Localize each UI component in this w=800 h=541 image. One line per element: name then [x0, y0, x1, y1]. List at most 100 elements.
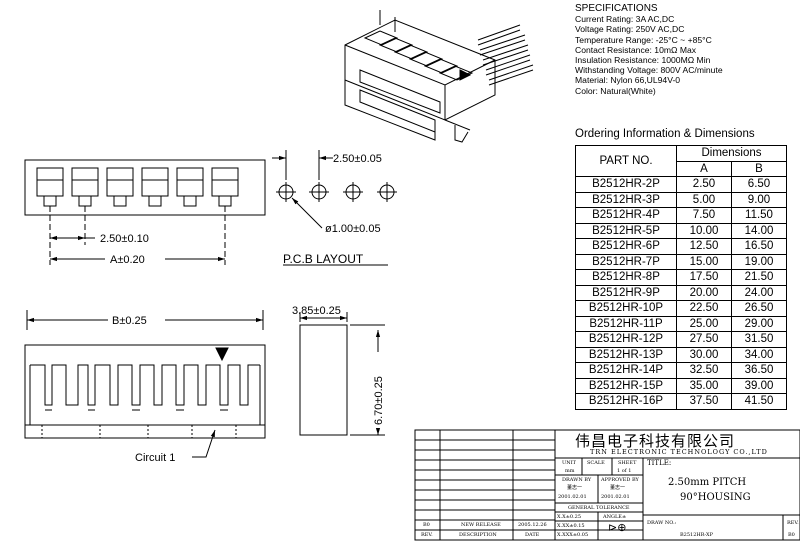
title-line-2: 90°HOUSING: [680, 492, 751, 503]
pitch-dim-label: 2.50±0.10: [100, 233, 149, 245]
cell-part: B2512HR-9P: [575, 284, 677, 301]
pcb-holes: [276, 182, 397, 202]
spec-contact-resistance: Contact Resistance: 10mΩ Max: [575, 44, 697, 55]
contact-row: [36, 167, 239, 207]
cell-a: 15.00: [676, 253, 732, 270]
cell-a: 22.50: [676, 300, 732, 317]
tolerance-label: GENERAL TOLERANCE: [568, 505, 630, 511]
cell-a: 35.00: [676, 377, 732, 394]
cell-part: B2512HR-2P: [575, 176, 677, 193]
cell-part: B2512HR-12P: [575, 331, 677, 348]
cell-b: 26.50: [731, 300, 787, 317]
company-name-en: TRN ELECTRONIC TECHNOLOGY CO.,LTD: [590, 448, 768, 456]
cell-part: B2512HR-16P: [575, 393, 677, 410]
cell-part: B2512HR-13P: [575, 346, 677, 363]
drawn-by-name: 董志一: [567, 485, 583, 491]
col-part-header: PART NO.: [575, 145, 677, 177]
spec-voltage: Voltage Rating: 250V AC,DC: [575, 24, 685, 35]
b-dim-label: B±0.25: [112, 315, 147, 327]
title-line-1: 2.50mm PITCH: [668, 477, 747, 488]
tol-angle: ANGLE±: [603, 514, 627, 520]
cell-a: 20.00: [676, 284, 732, 301]
rev-label: REV.: [787, 520, 799, 526]
spec-color: Color: Natural(White): [575, 85, 656, 96]
cell-a: 7.50: [676, 207, 732, 224]
cell-b: 34.00: [731, 346, 787, 363]
a-dim-label: A±0.20: [110, 254, 145, 266]
cell-a: 27.50: [676, 331, 732, 348]
rev-code: B0: [423, 522, 430, 528]
cell-a: 25.00: [676, 315, 732, 332]
pcb-layout-title: P.C.B LAYOUT: [283, 252, 364, 266]
cell-b: 16.50: [731, 238, 787, 255]
rev-value: B0: [788, 532, 795, 538]
spec-heading: SPECIFICATIONS: [575, 3, 658, 14]
description-col-header: DESCRIPTION: [459, 532, 497, 538]
cell-b: 21.50: [731, 269, 787, 286]
tol-xxx: X.XXX±0.05: [557, 532, 589, 538]
unit-value: mm: [565, 468, 575, 474]
approved-by-date: 2001.02.01: [601, 494, 630, 500]
cell-part: B2512HR-3P: [575, 191, 677, 208]
approved-by-name: 董志一: [610, 485, 626, 491]
cell-b: 31.50: [731, 331, 787, 348]
drawn-by-date: 2001.02.01: [558, 494, 587, 500]
cell-part: B2512HR-15P: [575, 377, 677, 394]
circuit-label: Circuit 1: [135, 452, 175, 464]
cell-b: 9.00: [731, 191, 787, 208]
sheet-label: SHEET: [618, 460, 637, 466]
pcb-hole-label: ø1.00±0.05: [325, 223, 381, 235]
cell-a: 5.00: [676, 191, 732, 208]
cell-b: 36.50: [731, 362, 787, 379]
pcb-layout: [272, 150, 397, 266]
front-view-top: [24, 159, 266, 265]
cell-a: 10.00: [676, 222, 732, 239]
title-block-grid: [414, 429, 800, 541]
title-label: TITLE:: [647, 459, 672, 467]
spec-withstanding: Withstanding Voltage: 800V AC/minute: [575, 65, 723, 76]
pcb-pitch-label: 2.50±0.05: [333, 153, 382, 165]
ordering-title: Ordering Information & Dimensions: [575, 128, 755, 140]
cell-b: 6.50: [731, 176, 787, 193]
date-col-header: DATE: [525, 532, 540, 538]
cell-part: B2512HR-5P: [575, 222, 677, 239]
tol-xx: X.XX±0.15: [557, 523, 585, 529]
rev-desc: NEW RELEASE: [461, 522, 501, 528]
spec-insulation: Insulation Resistance: 1000MΩ Min: [575, 55, 711, 66]
specifications-block: SPECIFICATIONS Current Rating: 3A AC,DC …: [575, 3, 723, 96]
cell-a: 30.00: [676, 346, 732, 363]
tol-x: X.X±0.25: [557, 514, 582, 520]
cell-part: B2512HR-14P: [575, 362, 677, 379]
cell-b: 11.50: [731, 207, 787, 224]
spec-material: Material: Nylon 66,UL94V-0: [575, 75, 681, 86]
col-dims-header: Dimensions: [676, 145, 787, 162]
unit-label: UNIT: [562, 460, 576, 466]
draw-no-label: DRAW NO.:: [647, 520, 677, 526]
approved-by-label: APPROVED BY: [601, 477, 639, 483]
height-dim-label: 6.70±0.25: [373, 376, 385, 425]
housing-3d-view: [344, 10, 534, 143]
cell-b: 41.50: [731, 393, 787, 410]
rev-date: 2005.12.26: [518, 522, 547, 528]
col-a-header: A: [676, 160, 732, 177]
cell-part: B2512HR-10P: [575, 300, 677, 317]
cell-part: B2512HR-4P: [575, 207, 677, 224]
drawn-by-label: DRAWN BY: [562, 477, 592, 483]
front-view-bottom: [24, 310, 266, 458]
sheet-value: 1 of 1: [617, 468, 632, 474]
projection-symbol-icon: ⊳⊕: [608, 522, 627, 534]
col-b-header: B: [731, 160, 787, 177]
